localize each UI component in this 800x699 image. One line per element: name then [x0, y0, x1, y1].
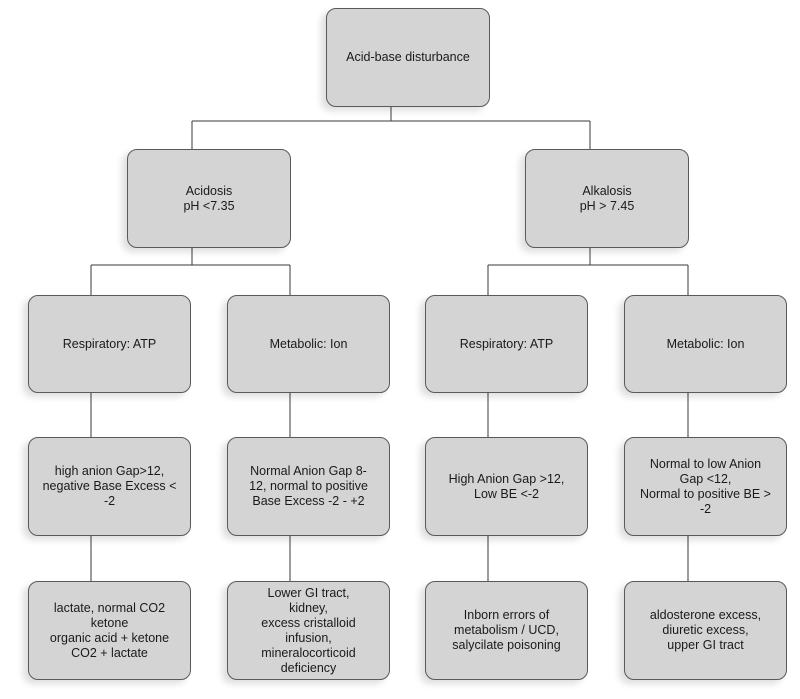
node-text-line: Acidosis: [185, 183, 233, 198]
node-text-line: Acid-base disturbance: [346, 50, 470, 64]
node-text-line: -2: [103, 494, 116, 508]
node-text-line: metabolism / UCD,: [454, 623, 559, 637]
node-acid-base-disturbance: Acid-base disturbance: [326, 8, 490, 107]
node-text-line: CO2 + lactate: [71, 645, 148, 660]
node-acidosis-respiratory: Respiratory: ATP: [28, 295, 191, 393]
node-text-line: Metabolic: Ion: [269, 336, 348, 351]
node-text-line: aldosterone excess,: [649, 608, 762, 622]
node-text-line: Low BE <-2: [474, 486, 539, 501]
node-text-line: upper GI tract: [667, 638, 744, 652]
node-text-line: Alkalosis: [582, 183, 632, 198]
node-text-line: diuretic excess,: [662, 623, 749, 637]
node-text-line: pH > 7.45: [579, 198, 635, 213]
node-text-line: Gap <12,: [679, 471, 732, 486]
node-text-line: Normal to low Anion: [649, 456, 762, 471]
node-acidosis-respiratory-criteria: high anion Gap>12,negative Base Excess <…: [28, 437, 191, 536]
node-text-line: 12, normal to positive: [249, 479, 368, 493]
node-text-line: High Anion Gap >12,: [448, 471, 565, 486]
node-text-line: negative Base Excess <: [42, 479, 177, 493]
node-text-line: Base Excess -2 - +2: [252, 494, 365, 508]
node-text-line: -2: [699, 501, 712, 516]
node-text-line: Lower GI tract,: [267, 585, 350, 600]
node-alkalosis-respiratory: Respiratory: ATP: [425, 295, 588, 393]
node-text-line: ketone: [90, 615, 129, 630]
node-text-line: Normal Anion Gap 8-: [250, 464, 367, 478]
node-text-line: deficiency: [280, 660, 337, 675]
node-text-line: mineralocorticoid: [261, 645, 356, 660]
node-text-line: high anion Gap>12,: [54, 464, 165, 478]
node-text-line: Respiratory: ATP: [62, 336, 157, 351]
node-text-line: excess cristalloid: [261, 615, 356, 630]
node-text-line: salycilate poisoning: [452, 638, 561, 652]
node-alkalosis-metabolic: Metabolic: Ion: [624, 295, 787, 393]
node-text-line: lactate, normal CO2: [53, 600, 166, 615]
node-text-line: pH <7.35: [183, 198, 235, 213]
node-text-line: kidney,: [289, 600, 328, 615]
node-alkalosis-respiratory-criteria: High Anion Gap >12,Low BE <-2: [425, 437, 588, 536]
node-acidosis-metabolic: Metabolic: Ion: [227, 295, 390, 393]
node-text-line: organic acid + ketone: [49, 630, 170, 645]
node-alkalosis-metabolic-causes: aldosterone excess,diuretic excess,upper…: [624, 581, 787, 680]
node-text-line: infusion,: [285, 630, 332, 645]
node-text-line: Metabolic: Ion: [666, 336, 745, 351]
node-acidosis-metabolic-causes: Lower GI tract,kidney,excess cristalloid…: [227, 581, 390, 680]
node-text-line: Respiratory: ATP: [459, 336, 554, 351]
node-text-line: Normal to positive BE >: [640, 486, 771, 501]
node-acidosis-metabolic-criteria: Normal Anion Gap 8-12, normal to positiv…: [227, 437, 390, 536]
node-text-line: Inborn errors of: [463, 608, 550, 622]
